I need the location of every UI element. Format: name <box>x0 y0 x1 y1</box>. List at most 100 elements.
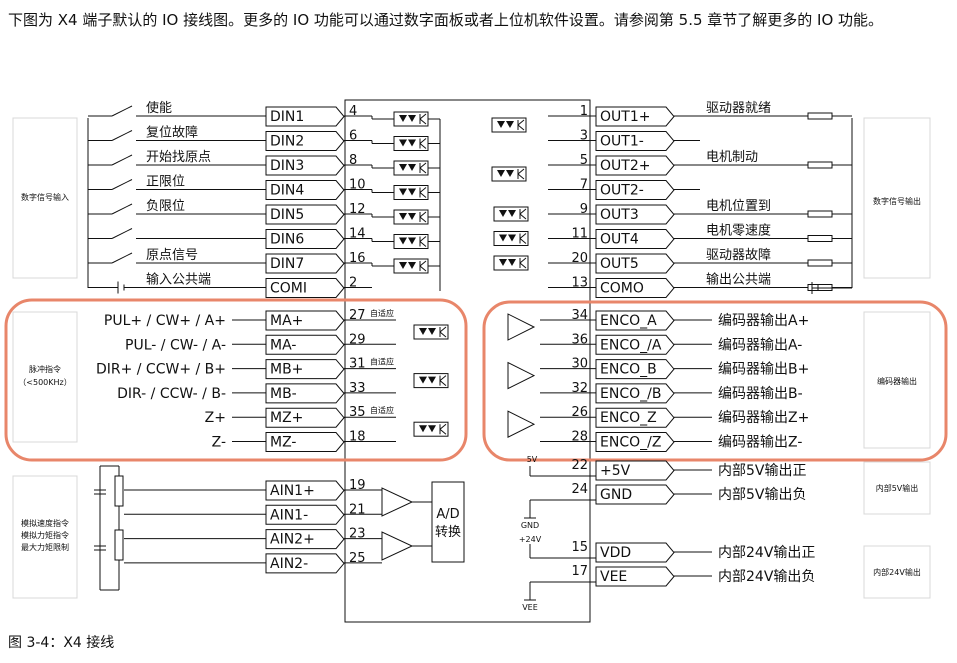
led-diode <box>497 121 505 128</box>
power-signal-name: +5V <box>600 463 631 479</box>
pulse-cmd-label: 脉冲指令 <box>29 364 61 374</box>
out-pin-number: 13 <box>571 276 588 291</box>
enc-signal-name: ENCO_Z <box>600 410 657 426</box>
analog-box <box>12 475 78 599</box>
connector-tag <box>595 334 675 355</box>
led-diode <box>399 115 407 122</box>
load-resistor <box>807 259 833 267</box>
connector-tag <box>595 131 675 151</box>
rail-5v: 5V <box>527 455 538 464</box>
pulse-pin-number: 33 <box>349 381 366 396</box>
pulse-signal-name: MA+ <box>270 313 303 329</box>
out-pin-number: 1 <box>580 104 588 119</box>
load-resistor <box>807 161 833 169</box>
enc-function-label: 编码器输出Z- <box>718 435 802 451</box>
led-diode <box>399 188 407 196</box>
pulse-function-label: Z+ <box>205 410 226 426</box>
figure-caption: 图 3-4：X4 接线 <box>8 635 115 651</box>
out-signal-name: OUT2+ <box>600 158 650 174</box>
din-function-label: 负限位 <box>146 199 185 214</box>
din-function-label: 复位故障 <box>146 126 198 141</box>
din-pin-number: 4 <box>349 104 357 119</box>
din-function-label: 开始找原点 <box>146 150 211 165</box>
digital-in-box <box>12 117 78 279</box>
power-function-label: 内部24V输出正 <box>718 545 815 561</box>
enc-signal-name: ENCO_/B <box>600 386 661 402</box>
optocoupler <box>413 324 449 340</box>
din-function-label: 输入公共端 <box>146 272 211 288</box>
out-function-label: 输出公共端 <box>706 272 771 288</box>
enc-function-label: 编码器输出A+ <box>718 313 809 329</box>
connector-tag <box>265 504 345 525</box>
analog-label-3: 最大力矩限制 <box>21 542 69 552</box>
out-function-label: 电机位置到 <box>706 199 771 214</box>
connector-tag <box>265 278 345 298</box>
connector-tag <box>595 566 675 587</box>
pulse-pin-number: 18 <box>349 430 366 445</box>
power-pin-number: 15 <box>571 540 588 555</box>
power-signal-name: VEE <box>600 569 627 585</box>
din-signal-name: DIN2 <box>270 134 304 150</box>
power-pin-number: 17 <box>571 564 588 579</box>
adaptive-note: 自适应 <box>370 405 394 415</box>
enc-pin-number: 34 <box>571 308 588 323</box>
out-signal-name: OUT2- <box>600 183 644 199</box>
encoder-out-label: 编码器输出 <box>877 376 917 386</box>
pulse-pin-number: 31 <box>349 357 366 372</box>
load-resistor <box>807 235 833 242</box>
led-diode <box>497 170 505 177</box>
led-diode <box>499 259 507 266</box>
pulse-signal-name: MZ+ <box>270 410 303 426</box>
ain-pin-number: 23 <box>349 527 366 542</box>
led-diode <box>419 376 427 384</box>
enc-pin-number: 36 <box>571 332 588 347</box>
power-function-label: 内部24V输出负 <box>718 569 815 585</box>
ain-pin-number: 21 <box>349 502 366 517</box>
v5-box <box>863 461 931 515</box>
connector-tag <box>265 553 345 574</box>
out-signal-name: OUT5 <box>600 256 639 272</box>
pulse-signal-name: MZ- <box>270 435 296 451</box>
optocoupler <box>493 206 529 222</box>
din-pin-number: 14 <box>349 227 366 242</box>
pulse-signal-name: MB- <box>270 386 297 402</box>
enc-signal-name: ENCO_A <box>600 313 657 329</box>
connector-tag <box>595 542 675 563</box>
ain-signal-name: AIN1- <box>270 507 308 523</box>
out-function-label: 电机零速度 <box>706 223 771 239</box>
power-function-label: 内部5V输出正 <box>718 463 806 479</box>
din-function-label: 正限位 <box>146 175 185 190</box>
din-signal-name: COMI <box>270 281 307 297</box>
connector-tag <box>595 155 675 176</box>
connector-tag <box>265 180 345 200</box>
out-function-label: 电机制动 <box>706 150 758 165</box>
led-diode <box>399 262 407 269</box>
ain-pin-number: 25 <box>349 551 366 566</box>
pulse-function-label: Z- <box>212 435 226 451</box>
optocoupler <box>413 421 449 437</box>
out-pin-number: 5 <box>580 153 588 168</box>
led-diode <box>499 234 507 242</box>
connector-tag <box>595 180 675 200</box>
din-signal-name: DIN5 <box>270 207 304 223</box>
adc-box <box>431 481 465 563</box>
out-function-label: 驱动器就绪 <box>706 101 771 116</box>
pulse-highlight <box>4 298 468 462</box>
din-signal-name: DIN6 <box>270 232 304 248</box>
out-pin-number: 20 <box>571 251 588 266</box>
pulse-pin-number: 27 <box>349 308 366 323</box>
connector-tag <box>265 204 345 225</box>
out-pin-number: 9 <box>580 202 588 217</box>
adc-line1: A/D <box>436 507 459 522</box>
digital-in-label: 数字信号输入 <box>21 192 69 202</box>
enc-signal-name: ENCO_/A <box>600 337 662 353</box>
rail-gnd: GND <box>521 521 539 530</box>
led-diode <box>419 425 427 433</box>
enc-pin-number: 28 <box>571 430 588 445</box>
connector-tag <box>595 359 675 380</box>
din-pin-number: 12 <box>349 202 366 217</box>
rail-24v: +24V <box>519 535 542 544</box>
encoder-highlight <box>482 300 948 462</box>
v5-out-label: 内部5V输出 <box>876 483 919 493</box>
enc-function-label: 编码器输出Z+ <box>718 410 809 426</box>
